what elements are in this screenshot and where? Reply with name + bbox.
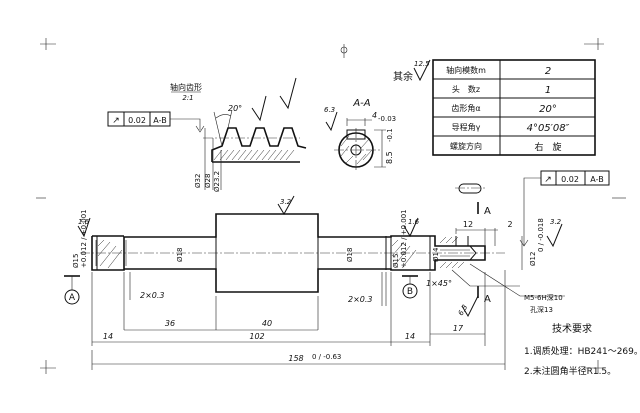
section-depth-tol: -0.1 xyxy=(386,128,394,142)
param-value-1: 1 xyxy=(545,85,551,96)
thread-tol-datum: A-B xyxy=(153,116,166,125)
left-bearing-hatch xyxy=(97,239,123,269)
section-mark-top: A xyxy=(484,206,491,217)
thread-dia-pitch: Ø28 xyxy=(204,174,212,188)
section-title: A-A xyxy=(352,98,370,109)
thread-tol-value: 0.02 xyxy=(128,116,146,125)
groove-left: 2×0.3 xyxy=(140,291,165,300)
end-section-hatch xyxy=(439,236,465,269)
end-tol-symbol: ↗ xyxy=(544,175,552,185)
thread-hatch xyxy=(213,149,295,161)
dim-total-tol: 0 / -0.63 xyxy=(312,353,341,361)
dia-end-tol: 0 / -0.018 xyxy=(537,218,545,252)
param-label-0: 轴向模数m xyxy=(446,65,486,75)
section-mark-bottom: A xyxy=(484,294,491,305)
technical-requirements: 技术要求 1.调质处理：HB241～269。 2.未注圆角半径R1.5。 xyxy=(524,322,640,377)
section-key-tol: -0.03 xyxy=(378,115,396,123)
param-label-1: 头 数z xyxy=(452,84,480,94)
thread-dia-root: Ø23.2 xyxy=(213,171,221,192)
dim-12: 12 xyxy=(463,220,473,229)
section-key-width: 4 xyxy=(372,111,377,120)
thread-detail-title: 轴向齿形 xyxy=(170,82,202,92)
dim-102: 102 xyxy=(249,332,264,341)
dia-right-tol: +0.012 / +0.001 xyxy=(400,209,408,268)
thread-profile-detail: 轴向齿形 2:1 20° xyxy=(107,77,307,192)
param-label-2: 齿形角α xyxy=(451,103,480,113)
thread-angle: 20° xyxy=(228,104,242,113)
thread-detail-scale: 2:1 xyxy=(182,94,193,102)
hole-note: 孔深13 xyxy=(530,305,553,314)
param-label-4: 螺旋方向 xyxy=(450,141,482,151)
datum-b: B xyxy=(407,287,413,297)
section-depth: 8.5 xyxy=(385,151,394,164)
dim-36: 36 xyxy=(165,319,175,328)
datum-a: A xyxy=(69,293,76,303)
dia-14: Ø14 xyxy=(432,247,440,262)
roughness-center: 3.2 xyxy=(280,198,292,206)
tech-req-item-0: 1.调质处理：HB241～269。 xyxy=(524,345,640,357)
other-roughness-value: 12.5 xyxy=(414,60,430,68)
tech-req-title: 技术要求 xyxy=(552,322,592,335)
dia-end: Ø12 xyxy=(529,252,537,266)
section-a-a: A-A 6.3 4 -0.03 8.5 -0.1 xyxy=(324,98,396,172)
other-roughness-label: 其余 xyxy=(393,70,413,83)
param-value-2: 20° xyxy=(539,104,557,115)
dia-18-left: Ø18 xyxy=(176,248,184,262)
right-bearing-hatch xyxy=(391,239,417,269)
dia-left-tol: +0.012 / +0.001 xyxy=(80,209,88,268)
sheet-corner-marks xyxy=(36,38,626,374)
chamfer-note: 1×45° xyxy=(426,279,452,288)
tech-req-item-1: 2.未注圆角半径R1.5。 xyxy=(524,365,616,377)
dim-14-right: 14 xyxy=(405,332,415,341)
end-tol-datum: A-B xyxy=(590,175,603,184)
thread-tol-symbol: ↗ xyxy=(112,116,120,126)
dia-left: Ø15 xyxy=(72,254,80,268)
end-tol-value: 0.02 xyxy=(561,175,579,184)
dia-18-right: Ø18 xyxy=(346,248,354,262)
groove-right: 2×0.3 xyxy=(348,295,373,304)
dim-14-left: 14 xyxy=(103,332,113,341)
thread-note: M5-6H深10 xyxy=(524,293,563,302)
other-roughness: 其余 12.5 xyxy=(393,59,431,83)
section-roughness: 6.3 xyxy=(324,106,335,114)
dim-2: 2 xyxy=(507,220,512,229)
dim-17: 17 xyxy=(453,324,464,333)
roughness-left: 1.6 xyxy=(78,218,90,226)
roughness-end: 3.2 xyxy=(550,218,562,226)
thread-dia-outer: Ø32 xyxy=(194,174,202,188)
dia-right: Ø15 xyxy=(392,254,400,268)
roughness-right: 1.6 xyxy=(408,218,420,226)
param-table: 轴向模数m 2 头 数z 1 齿形角α 20° 导程角γ 4°05′08″ 螺旋… xyxy=(432,59,596,156)
dim-40: 40 xyxy=(262,319,272,328)
param-label-3: 导程角γ xyxy=(452,122,481,132)
param-value-0: 2 xyxy=(545,66,551,77)
param-value-4: 右 旋 xyxy=(534,141,561,153)
main-view: A A ↗ 0.02 A-B 12 2 3.2 Ø12 0 / -0.018 1… xyxy=(64,170,610,370)
param-value-3: 4°05′08″ xyxy=(527,123,570,134)
dim-total: 158 xyxy=(288,354,303,363)
